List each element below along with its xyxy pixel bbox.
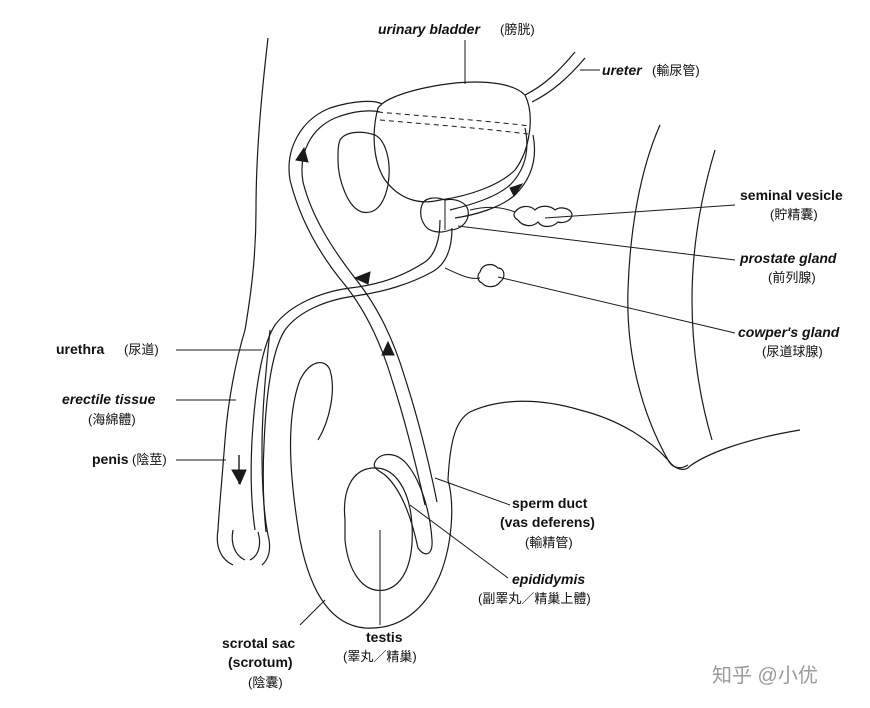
sperm-duct-en: sperm duct <box>512 495 588 511</box>
urethra-en: urethra <box>56 341 104 357</box>
sperm-duct-path <box>250 100 536 533</box>
label-penis: penis (陰莖) <box>92 451 167 467</box>
erectile-tissue-en: erectile tissue <box>62 391 156 407</box>
leader-lines <box>176 40 736 626</box>
label-testis: testis (睪丸／精巢) <box>343 629 417 664</box>
body-outline <box>216 37 801 629</box>
ureter-cn: (輸尿管) <box>652 63 700 78</box>
label-erectile-tissue: erectile tissue (海綿體) <box>62 391 156 427</box>
cowpers-gland-en: cowper's gland <box>738 324 840 340</box>
vas-deferens-en: (vas deferens) <box>500 514 595 530</box>
label-seminal-vesicle: seminal vesicle (貯精囊) <box>740 187 843 222</box>
label-sperm-duct: sperm duct (vas deferens) (輸精管) <box>500 495 595 550</box>
cowpers-gland <box>444 263 505 288</box>
label-urinary-bladder: urinary bladder (膀胱) <box>378 21 535 37</box>
urethra-cn: (尿道) <box>124 342 159 357</box>
penis-cn: (陰莖) <box>132 452 167 467</box>
epididymis-cn: (副睪丸／精巢上體) <box>478 591 591 606</box>
label-prostate-gland: prostate gland (前列腺) <box>739 250 837 285</box>
erectile-tissue-cn: (海綿體) <box>88 412 136 427</box>
testis-en: testis <box>366 629 403 645</box>
label-urethra: urethra (尿道) <box>56 341 159 357</box>
epididymis-en: epididymis <box>512 571 585 587</box>
scrotal-sac-en: scrotal sac <box>222 635 295 651</box>
seminal-vesicle <box>469 205 573 228</box>
label-scrotal-sac: scrotal sac (scrotum) (陰囊) <box>222 635 295 690</box>
scrotal-sac-cn: (陰囊) <box>248 675 283 690</box>
seminal-vesicle-en: seminal vesicle <box>740 187 843 203</box>
label-cowpers-gland: cowper's gland (尿道球腺) <box>738 324 840 359</box>
penis-en: penis <box>92 451 129 467</box>
prostate-gland-cn: (前列腺) <box>768 270 816 285</box>
prostate-gland-en: prostate gland <box>739 250 837 266</box>
watermark: 知乎 @小优 <box>712 664 818 687</box>
flow-arrows <box>231 146 524 486</box>
epididymis <box>373 453 433 555</box>
pubic-bone <box>337 131 390 214</box>
label-ureter: ureter (輸尿管) <box>602 62 700 78</box>
cowpers-gland-cn: (尿道球腺) <box>762 344 823 359</box>
urinary-bladder-cn: (膀胱) <box>500 22 535 37</box>
prostate-gland <box>420 197 469 233</box>
urinary-bladder <box>373 51 586 203</box>
testis <box>343 467 413 591</box>
scrotum-en: (scrotum) <box>228 654 293 670</box>
label-epididymis: epididymis (副睪丸／精巢上體) <box>478 571 591 606</box>
testis-cn: (睪丸／精巢) <box>343 649 417 664</box>
urinary-bladder-en: urinary bladder <box>378 21 481 37</box>
seminal-vesicle-cn: (貯精囊) <box>770 207 818 222</box>
sperm-duct-cn: (輸精管) <box>525 535 573 550</box>
ureter-en: ureter <box>602 62 643 78</box>
